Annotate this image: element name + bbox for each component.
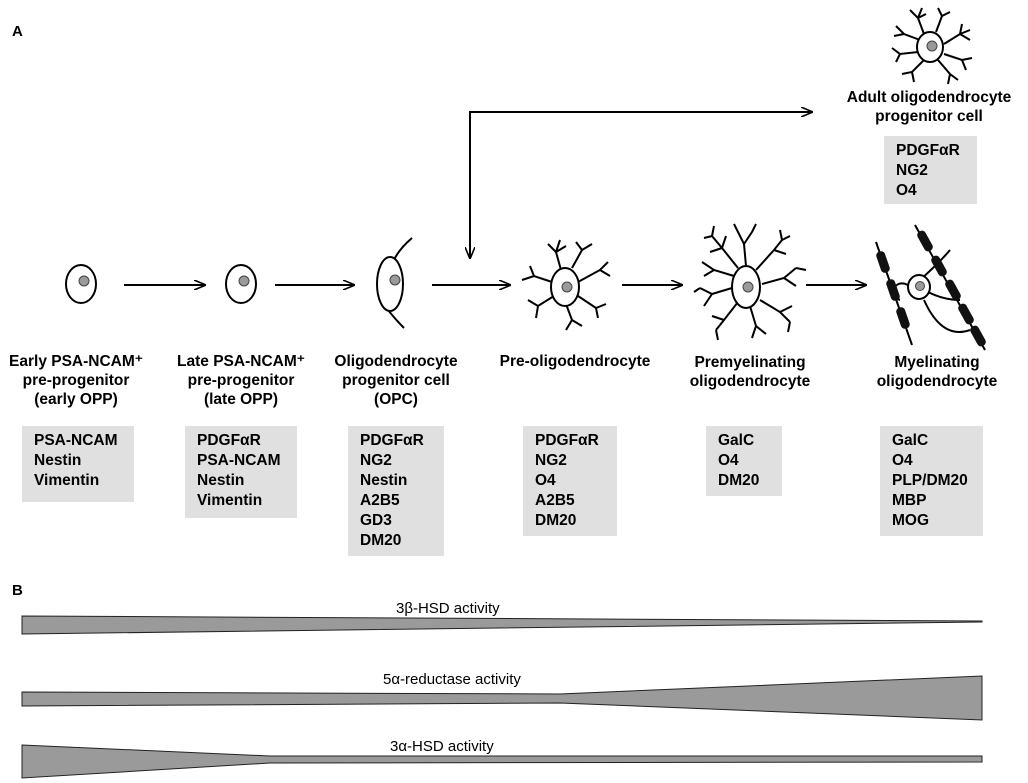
panel-label-a: A [12,23,23,40]
premyelinating-cell-icon [693,223,807,341]
opc-cell-icon [376,237,413,329]
adult-opc-cell-icon [891,7,973,85]
arrow-adult-branch [469,111,812,258]
stage-label-pre-oligodendrocyte: Pre-oligodendrocyte [499,353,651,370]
early-opp-cell-icon [65,264,97,304]
stage-label-early-opp: Early PSA-NCAM⁺pre-progenitor(early OPP) [9,353,143,408]
lineage-arrows [124,112,866,285]
activity-label-5alpha-reductase: 5α-reductase activity [383,671,521,688]
activity-label-3alpha-hsd: 3α-HSD activity [390,738,494,755]
stage-label-late-opp: Late PSA-NCAM⁺pre-progenitor(late OPP) [177,353,305,408]
myelinating-cell-icon [875,224,986,351]
activity-label-3beta-hsd: 3β-HSD activity [396,600,500,617]
3alpha-hsd-wedge [21,744,983,779]
panel-label-b: B [12,582,23,599]
pre-oligodendrocyte-cell-icon [521,239,611,331]
3beta-hsd-wedge [21,615,983,635]
5alpha-reductase-wedge [21,675,983,721]
late-opp-cell-icon [225,264,257,304]
